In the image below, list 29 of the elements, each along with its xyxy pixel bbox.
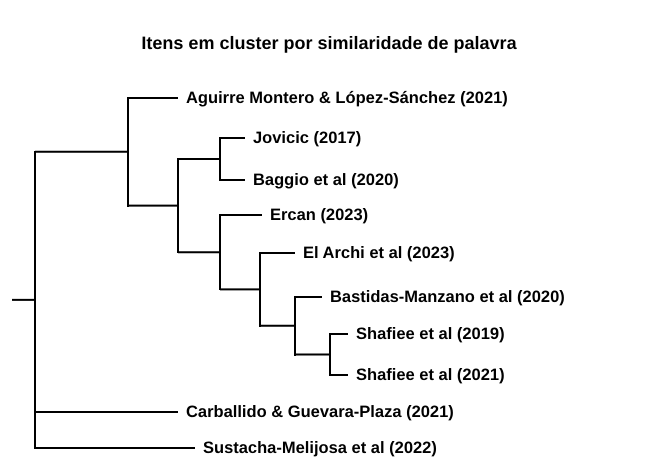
tree-branch-line — [35, 411, 178, 413]
chart-title: Itens em cluster por similaridade de palavra — [140, 33, 518, 54]
leaf-label: Jovicic (2017) — [245, 128, 362, 148]
tree-branch-line — [12, 298, 35, 301]
tree-branch-line — [220, 288, 260, 290]
tree-branch-line — [178, 158, 220, 160]
tree-branch-line — [295, 296, 322, 298]
leaf-label: Ercan (2023) — [262, 205, 368, 225]
leaf-label: Carballido & Guevara-Plaza (2021) — [178, 402, 454, 422]
tree-branch-line — [220, 179, 245, 181]
tree-branch-line — [260, 324, 295, 327]
tree-branch-line — [35, 447, 195, 449]
tree-branch-line — [260, 252, 295, 254]
tree-branch-line — [220, 214, 262, 216]
tree-branch-line — [295, 354, 330, 356]
leaf-label: Shafiee et al (2021) — [348, 365, 505, 385]
leaf-label: Shafiee et al (2019) — [348, 324, 505, 344]
tree-branch-line — [178, 251, 220, 254]
leaf-label: Bastidas-Manzano et al (2020) — [322, 287, 565, 307]
leaf-label: Baggio et al (2020) — [245, 170, 399, 190]
tree-branch-line — [330, 333, 348, 335]
tree-branch-line — [220, 137, 245, 139]
tree-branch-line — [35, 150, 128, 153]
leaf-label: El Archi et al (2023) — [295, 243, 455, 263]
tree-branch-line — [330, 374, 348, 376]
tree-branch-line — [128, 204, 178, 207]
leaf-label: Sustacha-Melijosa et al (2022) — [195, 438, 437, 458]
leaf-label: Aguirre Montero & López-Sánchez (2021) — [178, 88, 508, 108]
tree-branch-line — [128, 97, 178, 99]
